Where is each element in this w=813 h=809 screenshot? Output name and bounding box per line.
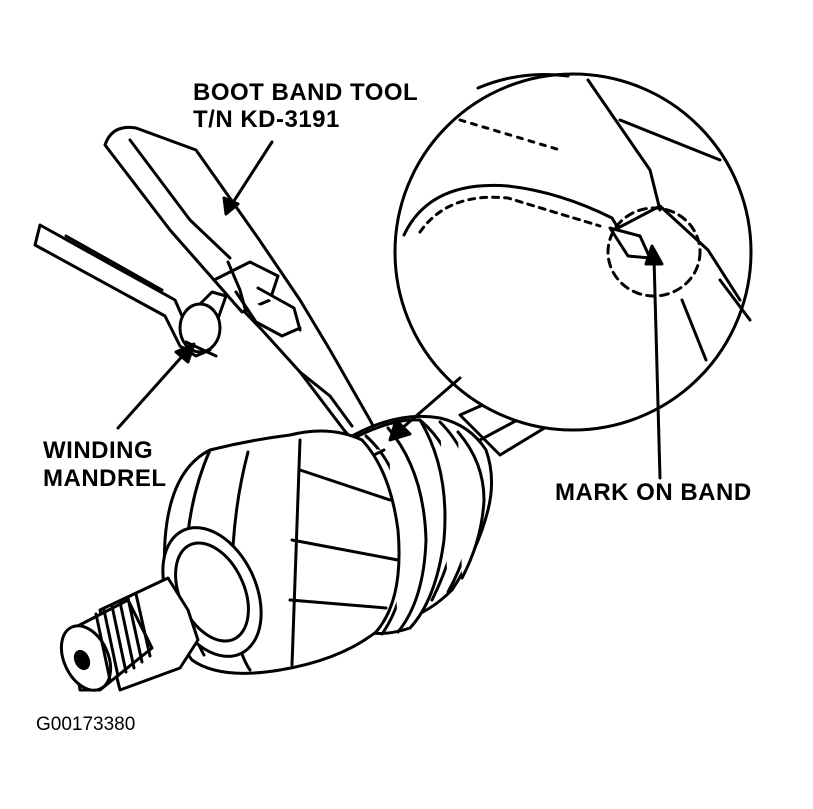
splined-stub-shaft	[59, 526, 263, 692]
boot-band-tool	[103, 125, 388, 460]
mark-on-band-label: MARK ON BAND	[555, 479, 752, 506]
mandrel-label-line1: WINDING	[43, 437, 154, 464]
tool-label-line2: T/N KD-3191	[193, 106, 340, 133]
detail-magnifier	[393, 72, 753, 432]
tool-label-line1: BOOT BAND TOOL	[193, 79, 419, 106]
mandrel-label-line2: MANDREL	[43, 465, 167, 492]
winding-mandrel	[33, 223, 228, 358]
figure-id: G00173380	[36, 714, 136, 735]
callout-arrows	[116, 140, 664, 480]
